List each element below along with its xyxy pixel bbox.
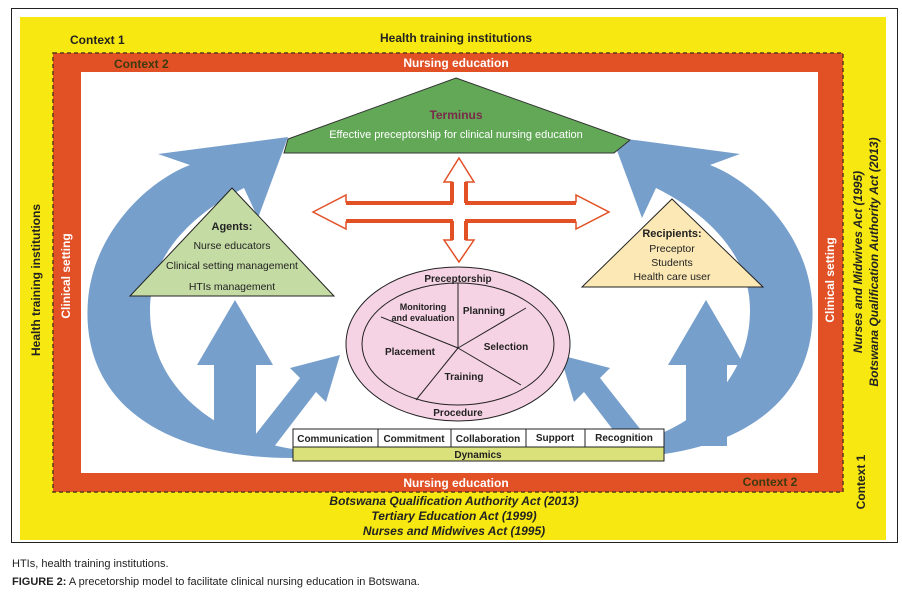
context2-bottom-label: Nursing education [403, 476, 508, 490]
terminus-title: Terminus [429, 108, 482, 122]
context1-right-label-2: Botswana Qualification Authority Act (20… [867, 137, 881, 386]
segment-placement: Placement [385, 347, 436, 358]
segment-evaluation: and evaluation [391, 313, 454, 323]
context1-label: Context 1 [70, 33, 125, 47]
dynamics-item-commitment: Commitment [383, 434, 445, 445]
agents-title: Agents: [212, 221, 253, 233]
dynamics-item-communication: Communication [297, 434, 373, 445]
recipients-title: Recipients: [642, 228, 701, 240]
dynamics-item-recognition: Recognition [595, 433, 653, 444]
dynamics-item-collaboration: Collaboration [456, 434, 520, 445]
procedure-dividers [380, 283, 527, 401]
recipients-item: Preceptor [649, 243, 695, 255]
context2-top-label: Nursing education [403, 56, 508, 70]
context1-label-right: Context 1 [854, 454, 868, 509]
left-up-arrow [197, 300, 273, 446]
segment-selection: Selection [484, 342, 528, 353]
agents-triangle [128, 187, 336, 297]
left-curved-arrow [87, 137, 300, 459]
context2-left-label: Clinical setting [59, 233, 73, 318]
footnote: HTIs, health training institutions. [12, 558, 169, 570]
procedure-bottom-label: Procedure [433, 408, 483, 419]
figure-caption-text: A precetorship model to facilitate clini… [66, 576, 420, 588]
terminus-shape [283, 77, 632, 154]
agents-item: Clinical setting management [166, 260, 298, 272]
dynamics-label: Dynamics [454, 450, 502, 461]
dynamics-table [292, 428, 665, 462]
right-curved-arrow [600, 137, 813, 459]
act-line-1: Botswana Qualification Authority Act (20… [329, 494, 578, 508]
segment-planning: Planning [463, 306, 505, 317]
act-line-3: Nurses and Midwives Act (1995) [363, 524, 545, 538]
context2-label: Context 2 [114, 57, 169, 71]
left-diagonal-arrow [248, 355, 340, 452]
context2-label-bottom: Context 2 [743, 475, 798, 489]
act-line-2: Tertiary Education Act (1999) [371, 509, 536, 523]
agents-item: Nurse educators [193, 240, 270, 252]
recipients-triangle [580, 198, 765, 288]
figure-caption-label: FIGURE 2: [12, 576, 67, 588]
figure-caption: FIGURE 2: A precetorship model to facili… [12, 576, 420, 588]
dynamics-item-support: Support [536, 433, 575, 444]
context1-left-label: Health training institutions [29, 204, 43, 356]
context1-right-label-1: Nurses and Midwives Act (1995) [851, 171, 865, 353]
right-up-arrow [668, 300, 744, 446]
right-diagonal-arrow [560, 355, 652, 452]
segment-training: Training [445, 372, 484, 383]
agents-item: HTIs management [189, 281, 275, 293]
segment-monitoring: Monitoring [400, 302, 447, 312]
flow-arrows [87, 137, 813, 459]
procedure-top-label: Preceptorship [424, 274, 491, 285]
dynamics-bar [292, 446, 665, 462]
terminus-text: Effective preceptorship for clinical nur… [329, 129, 583, 141]
context2-right-label: Clinical setting [823, 237, 837, 322]
four-way-arrow-inner [346, 182, 576, 240]
recipients-item: Health care user [633, 271, 711, 283]
context1-top-label: Health training institutions [380, 31, 532, 45]
recipients-item: Students [651, 257, 692, 269]
